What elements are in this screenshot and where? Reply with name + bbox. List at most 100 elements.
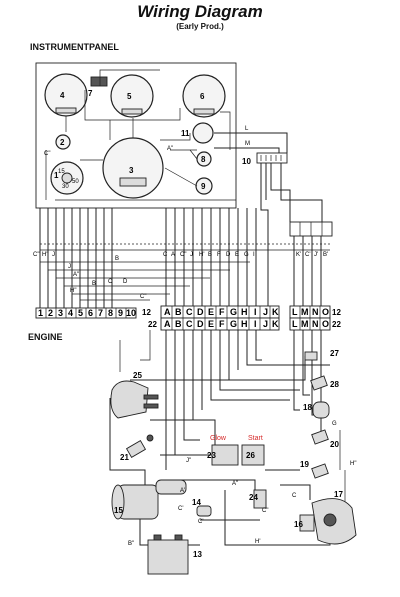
strip-terminal-label: O bbox=[322, 319, 329, 329]
number-label: 8 bbox=[201, 155, 206, 164]
wire-label: J bbox=[190, 252, 193, 258]
upper-strip-labels: 1 2 3 4 5 6 7 8 9 10 bbox=[38, 308, 136, 318]
strip-terminal-label: F bbox=[219, 319, 225, 329]
sender-28 bbox=[310, 375, 328, 391]
gauge-5 bbox=[110, 74, 154, 118]
strip-terminal-label: K bbox=[272, 319, 279, 329]
strip-terminal-label: M bbox=[301, 307, 309, 317]
sender-27 bbox=[304, 351, 318, 361]
number-label: 1 bbox=[54, 171, 59, 180]
wire-label: A" bbox=[232, 481, 238, 487]
lamp-11 bbox=[192, 122, 214, 144]
component-25-body bbox=[110, 380, 149, 419]
wire-label: A' bbox=[180, 488, 185, 494]
right-strip bbox=[289, 305, 331, 331]
number-label: 6 bbox=[200, 92, 205, 101]
strip-terminal-label: C bbox=[186, 307, 193, 317]
wire-label: A" bbox=[73, 272, 79, 278]
wire-label: C' bbox=[178, 506, 183, 512]
diagram-subtitle: (Early Prod.) bbox=[176, 22, 224, 31]
regulator-16 bbox=[299, 514, 315, 532]
number-label: 16 bbox=[294, 520, 303, 529]
strip-terminal-label: H bbox=[241, 307, 248, 317]
number-label: 10 bbox=[242, 157, 251, 166]
wire-label: C bbox=[292, 493, 297, 499]
battery-13 bbox=[147, 539, 189, 575]
strip-terminal-label: 10 bbox=[126, 308, 136, 318]
strip-terminal-label: G bbox=[230, 307, 237, 317]
gauge-6-terminals bbox=[193, 108, 215, 115]
letter-strip-upper-labels: A B C D E F G H I J K bbox=[164, 307, 279, 317]
gauge-6 bbox=[182, 74, 226, 118]
instrument-panel bbox=[35, 62, 333, 237]
number-label: 22 bbox=[332, 320, 341, 329]
engine-harness bbox=[109, 330, 346, 546]
strip-terminal-label: H bbox=[241, 319, 248, 329]
number-label: 22 bbox=[148, 320, 157, 329]
wire-label: 30 bbox=[62, 184, 69, 190]
number-label: 24 bbox=[249, 493, 258, 502]
wire-label: A bbox=[171, 252, 175, 258]
number-label: 23 bbox=[207, 451, 216, 460]
wire-label: A" bbox=[167, 146, 173, 152]
wire-label: K' bbox=[296, 252, 301, 258]
strip-terminal-label: I bbox=[254, 319, 257, 329]
wire-label: J" bbox=[186, 458, 191, 464]
strip-terminal-label: E bbox=[208, 319, 214, 329]
strip-terminal-label: L bbox=[292, 319, 298, 329]
number-label: 21 bbox=[120, 453, 129, 462]
wire-label: 50 bbox=[72, 179, 79, 185]
wire-label: H" bbox=[42, 252, 48, 258]
number-label: 27 bbox=[330, 349, 339, 358]
gauge-4-terminals bbox=[55, 107, 77, 114]
relay-26 bbox=[241, 444, 265, 466]
wire-label: H" bbox=[350, 461, 356, 467]
strip-terminal-label: 4 bbox=[68, 308, 73, 318]
wire-label: B' bbox=[323, 252, 328, 258]
strip-terminal-label: L bbox=[292, 307, 298, 317]
wire-label: B" bbox=[128, 541, 134, 547]
strip-terminal-label: C bbox=[186, 319, 193, 329]
wire-label: E bbox=[235, 252, 239, 258]
wire-label: C" bbox=[180, 252, 186, 258]
wire-label: C' bbox=[305, 252, 310, 258]
sender-24 bbox=[253, 489, 267, 509]
number-label: 15 bbox=[114, 506, 123, 515]
number-label: 11 bbox=[181, 129, 190, 138]
wire-labels: C" H" J C A C" J H' B F D E G I K' C' J'… bbox=[33, 126, 356, 547]
number-label: 4 bbox=[60, 91, 65, 100]
gauge-5-terminals bbox=[121, 108, 143, 115]
wire-label: G bbox=[332, 421, 337, 427]
strip-terminal-label: I bbox=[254, 307, 257, 317]
strip-terminal-label: N bbox=[312, 307, 319, 317]
start-annotation: Start bbox=[248, 435, 263, 442]
number-label: 12 bbox=[332, 308, 341, 317]
connector-10 bbox=[256, 152, 288, 164]
wire-label: C" bbox=[44, 151, 50, 157]
wire-label: M bbox=[245, 141, 250, 147]
strip-terminal-label: 7 bbox=[98, 308, 103, 318]
relay-23 bbox=[211, 444, 239, 466]
wire-label: B bbox=[115, 256, 119, 262]
upper-terminal-strip bbox=[35, 307, 137, 319]
number-label: 13 bbox=[193, 550, 202, 559]
number-label: 28 bbox=[330, 380, 339, 389]
number-label: 2 bbox=[60, 138, 65, 147]
wire-label: H' bbox=[255, 539, 260, 545]
number-label: 12 bbox=[142, 308, 151, 317]
wire-label: J bbox=[68, 264, 71, 270]
strip-terminal-label: 6 bbox=[88, 308, 93, 318]
component-number-labels: 4 7 5 6 2 1 3 11 8 9 10 12 12 22 22 25 2… bbox=[54, 89, 343, 559]
right-strip-labels: L M N O L M N O bbox=[292, 307, 329, 329]
glow-annotation: Glow bbox=[210, 435, 227, 442]
number-label: 19 bbox=[300, 460, 309, 469]
wire-label: L bbox=[245, 126, 249, 132]
strip-terminal-label: D bbox=[197, 319, 204, 329]
sender-18 bbox=[312, 401, 330, 419]
strip-terminal-label: 3 bbox=[58, 308, 63, 318]
engine-heading: ENGINE bbox=[28, 332, 63, 342]
strip-terminal-label: 1 bbox=[38, 308, 43, 318]
ignition-key-slot bbox=[61, 172, 73, 184]
number-label: 7 bbox=[88, 89, 93, 98]
